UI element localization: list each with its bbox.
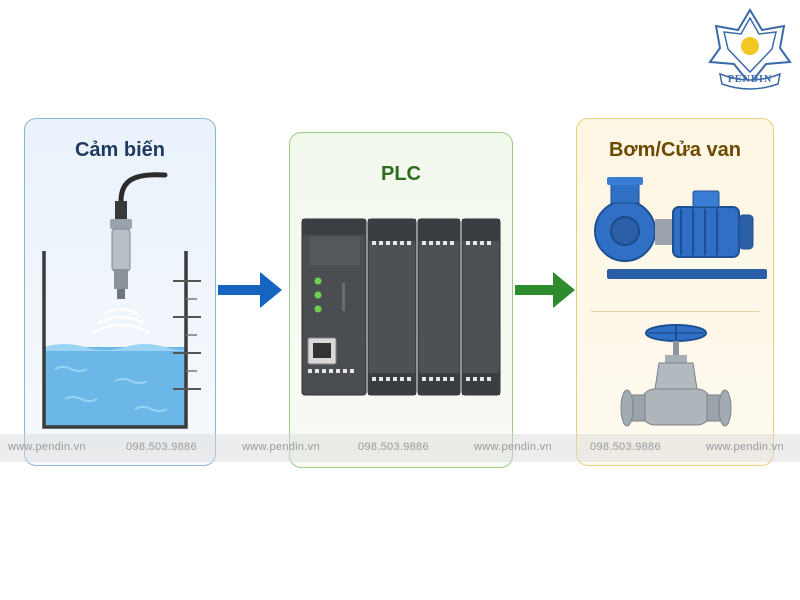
plc-icon — [301, 218, 501, 396]
level-sensor-icon — [110, 201, 132, 299]
actuators-divider — [591, 311, 759, 312]
pump-icon — [594, 177, 767, 279]
watermark-text: www.pendin.vn — [242, 441, 320, 453]
watermark-text: www.pendin.vn — [474, 441, 552, 453]
tank-icon — [42, 172, 201, 429]
actuators-panel: Bơm/Cửa van — [576, 118, 774, 466]
pendin-logo: PENDIN — [704, 4, 796, 96]
arrow-right-icon — [515, 272, 575, 308]
valve-icon — [620, 324, 732, 427]
watermark-text: 098.503.9886 — [126, 441, 197, 453]
sensor-panel-title: Cảm biến — [74, 139, 166, 161]
watermark-text: www.pendin.vn — [706, 441, 784, 453]
watermark-text: 098.503.9886 — [590, 441, 661, 453]
watermark-strip: www.pendin.vn 098.503.9886 www.pendin.vn… — [0, 434, 800, 462]
plc-panel: PLC — [289, 132, 513, 468]
arrow-right-icon — [218, 272, 282, 308]
logo-text: PENDIN — [727, 74, 773, 85]
watermark-text: 098.503.9886 — [358, 441, 429, 453]
sensor-panel: Cảm biến — [24, 118, 216, 466]
plc-panel-title: PLC — [381, 163, 421, 185]
pendin-logo-icon — [708, 8, 792, 90]
watermark-text: www.pendin.vn — [8, 441, 86, 453]
actuators-panel-title: Bơm/Cửa van — [608, 139, 742, 161]
